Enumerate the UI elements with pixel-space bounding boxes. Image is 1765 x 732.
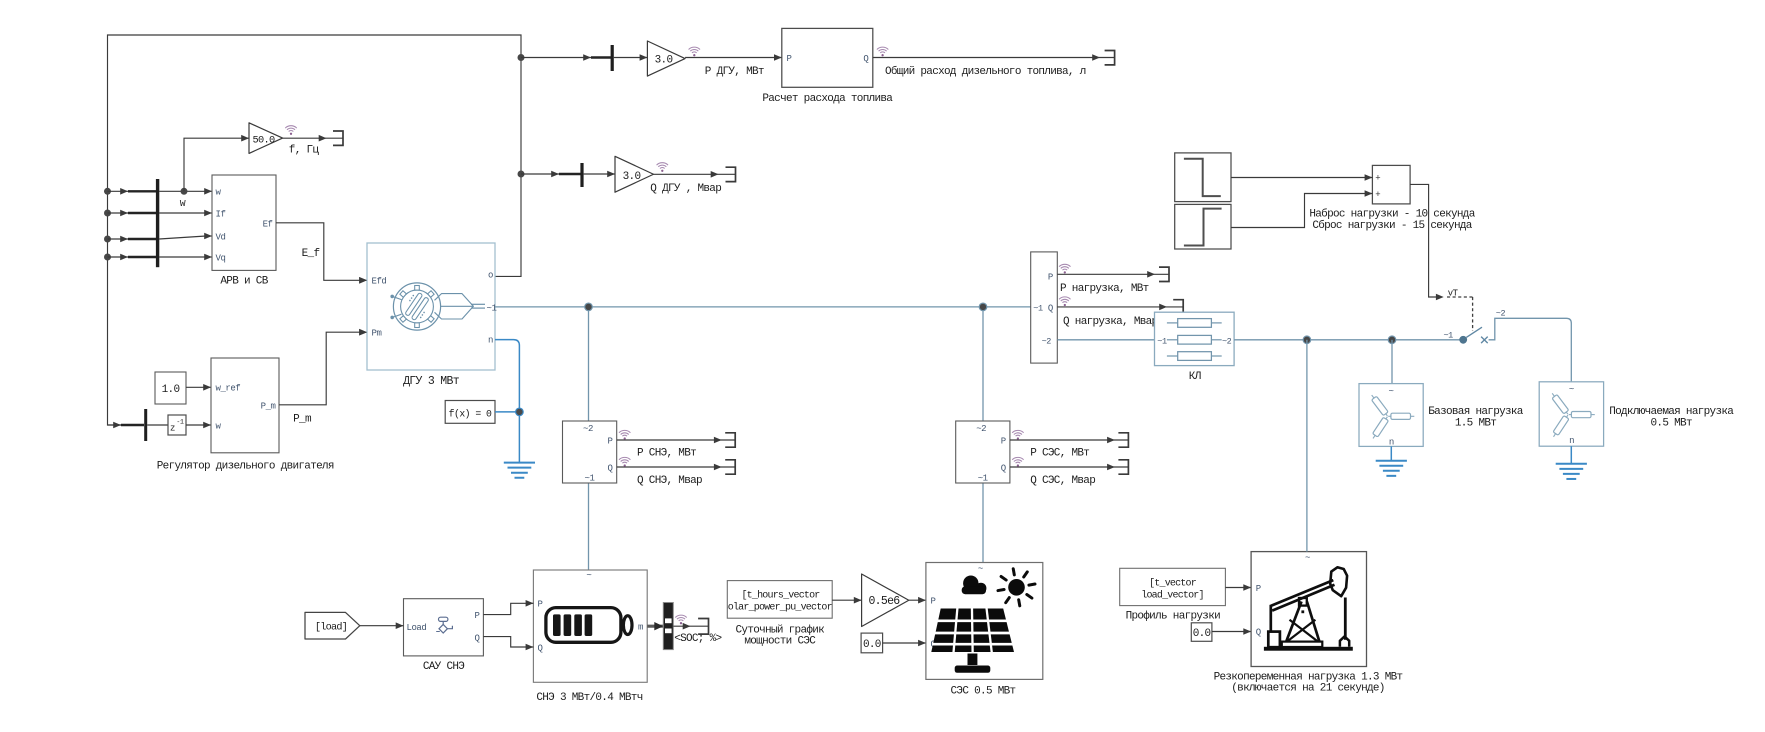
svg-text:load_vector]: load_vector] bbox=[1141, 589, 1203, 601]
svg-text:Vd: Vd bbox=[216, 232, 226, 242]
svg-text:P: P bbox=[1048, 273, 1053, 283]
svg-text:Q СЭС, Мвар: Q СЭС, Мвар bbox=[1030, 475, 1095, 487]
svg-text:3.0: 3.0 bbox=[623, 171, 641, 183]
svg-text:w_ref: w_ref bbox=[216, 384, 241, 394]
svg-text:f(x) = 0: f(x) = 0 bbox=[449, 408, 492, 419]
svg-text:0.5 МВт: 0.5 МВт bbox=[1651, 417, 1692, 429]
svg-text:Efd: Efd bbox=[372, 276, 387, 286]
svg-text:w: w bbox=[216, 421, 222, 431]
svg-text:P: P bbox=[931, 597, 936, 607]
svg-text:m: m bbox=[638, 623, 643, 633]
svg-text:0.5e6: 0.5e6 bbox=[868, 595, 900, 608]
svg-text:w: w bbox=[216, 187, 222, 197]
svg-text:~: ~ bbox=[978, 564, 983, 574]
svg-text:Pm: Pm bbox=[372, 329, 382, 339]
svg-text:СНЭ 3 МВт/0.4 МВтч: СНЭ 3 МВт/0.4 МВтч bbox=[536, 692, 642, 704]
svg-text:n: n bbox=[488, 335, 493, 345]
svg-text:Суточный график: Суточный график bbox=[736, 624, 825, 637]
svg-text:0.0: 0.0 bbox=[863, 639, 881, 651]
svg-text:КЛ: КЛ bbox=[1189, 371, 1201, 383]
svg-text:Р СНЭ, МВт: Р СНЭ, МВт bbox=[637, 448, 696, 460]
svg-text:~2: ~2 bbox=[583, 424, 593, 434]
svg-text:ДГУ 3 МВт: ДГУ 3 МВт bbox=[403, 375, 460, 388]
svg-text:~: ~ bbox=[1305, 553, 1310, 563]
svg-text:Наброс нагрузки - 10 секунда: Наброс нагрузки - 10 секунда bbox=[1309, 208, 1475, 221]
svg-text:1.0: 1.0 bbox=[162, 384, 180, 396]
svg-text:[load]: [load] bbox=[315, 622, 347, 634]
svg-text:Q: Q bbox=[863, 54, 868, 64]
svg-text:Подключаемая нагрузка: Подключаемая нагрузка bbox=[1609, 406, 1734, 418]
svg-text:P_m: P_m bbox=[261, 401, 276, 411]
svg-text:P: P bbox=[475, 611, 480, 621]
svg-text:мощности СЭС: мощности СЭС bbox=[744, 636, 816, 648]
svg-text:Р ДГУ, МВт: Р ДГУ, МВт bbox=[705, 66, 764, 78]
svg-text:Базовая нагрузка: Базовая нагрузка bbox=[1428, 406, 1524, 418]
svg-text:<SOC; %>: <SOC; %> bbox=[674, 633, 721, 645]
svg-text:Сброс нагрузки - 15 секунда: Сброс нагрузки - 15 секунда bbox=[1312, 219, 1472, 232]
svg-text:Q: Q bbox=[475, 633, 480, 643]
svg-text:Q нагрузка, Мвар: Q нагрузка, Мвар bbox=[1063, 316, 1158, 328]
svg-text:Р нагрузка, МВт: Р нагрузка, МВт bbox=[1060, 283, 1149, 295]
svg-text:Q ДГУ , Мвар: Q ДГУ , Мвар bbox=[650, 183, 721, 195]
svg-text:P: P bbox=[1256, 584, 1261, 594]
svg-text:~1: ~1 bbox=[1443, 330, 1453, 340]
svg-text:vT: vT bbox=[1448, 288, 1459, 298]
svg-text:Q: Q bbox=[538, 643, 543, 653]
svg-text:~1: ~1 bbox=[978, 474, 988, 484]
svg-text:P_m: P_m bbox=[293, 414, 312, 426]
svg-text:+: + bbox=[1375, 190, 1380, 200]
svg-text:[t_hours_vector: [t_hours_vector bbox=[741, 590, 820, 602]
svg-text:АРВ и СВ: АРВ и СВ bbox=[220, 275, 268, 287]
svg-text:САУ СНЭ: САУ СНЭ bbox=[423, 661, 464, 673]
svg-text:~1: ~1 bbox=[487, 303, 497, 313]
svg-text:P: P bbox=[608, 436, 613, 446]
svg-text:f, Гц: f, Гц bbox=[289, 145, 320, 157]
svg-text:~1: ~1 bbox=[585, 474, 595, 484]
svg-text:Расчет расхода топлива: Расчет расхода топлива bbox=[762, 93, 893, 105]
svg-text:~: ~ bbox=[1569, 385, 1574, 395]
svg-text:Р СЭС, МВт: Р СЭС, МВт bbox=[1030, 448, 1089, 460]
svg-text:P: P bbox=[1001, 436, 1006, 446]
svg-text:3.0: 3.0 bbox=[655, 54, 673, 66]
svg-text:Q: Q bbox=[1048, 304, 1053, 314]
svg-text:СЭС 0.5 МВт: СЭС 0.5 МВт bbox=[951, 686, 1016, 698]
svg-text:solar_power_pu_vector]: solar_power_pu_vector] bbox=[723, 602, 837, 614]
svg-text:Q СНЭ, Мвар: Q СНЭ, Мвар bbox=[637, 475, 702, 487]
svg-text:E_f: E_f bbox=[302, 248, 320, 260]
svg-text:~: ~ bbox=[586, 571, 591, 581]
svg-text:P: P bbox=[538, 599, 543, 609]
svg-text:~2: ~2 bbox=[1042, 337, 1052, 347]
svg-text:~: ~ bbox=[1389, 386, 1394, 396]
svg-text:W: W bbox=[180, 198, 186, 209]
svg-text:If: If bbox=[216, 210, 226, 220]
svg-text:~1: ~1 bbox=[1033, 303, 1043, 313]
svg-text:o: o bbox=[488, 270, 493, 280]
svg-text:[t_vector: [t_vector bbox=[1149, 578, 1197, 590]
svg-text:1.5 МВт: 1.5 МВт bbox=[1455, 417, 1496, 429]
svg-text:~2: ~2 bbox=[976, 424, 986, 434]
svg-text:Load: Load bbox=[407, 623, 427, 633]
svg-text:Профиль нагрузки: Профиль нагрузки bbox=[1126, 610, 1221, 623]
svg-text:Q: Q bbox=[1256, 628, 1261, 638]
svg-text:Q: Q bbox=[1001, 463, 1006, 473]
svg-text:n: n bbox=[1569, 436, 1574, 446]
svg-text:~1: ~1 bbox=[1157, 336, 1167, 346]
svg-text:Vq: Vq bbox=[216, 254, 226, 264]
svg-text:50.0: 50.0 bbox=[253, 135, 275, 147]
svg-text:Резкопеременная нагрузка 1.3 М: Резкопеременная нагрузка 1.3 МВт bbox=[1214, 671, 1403, 683]
svg-text:P: P bbox=[787, 54, 792, 64]
svg-text:~2: ~2 bbox=[1496, 308, 1506, 318]
svg-text:Общий расход дизельного топлив: Общий расход дизельного топлива, л bbox=[885, 65, 1086, 78]
svg-text:~2: ~2 bbox=[1222, 336, 1232, 346]
svg-text:(включается на 21 секунде): (включается на 21 секунде) bbox=[1231, 682, 1384, 694]
svg-text:+: + bbox=[1375, 174, 1380, 184]
svg-text:Q: Q bbox=[608, 463, 613, 473]
svg-text:Ef: Ef bbox=[263, 219, 273, 229]
svg-text:z: z bbox=[170, 424, 175, 434]
svg-text:Регулятор дизельного двигателя: Регулятор дизельного двигателя bbox=[157, 461, 334, 473]
svg-text:n: n bbox=[1389, 438, 1394, 448]
svg-text:-1: -1 bbox=[176, 419, 184, 426]
svg-text:0.0: 0.0 bbox=[1193, 628, 1211, 640]
